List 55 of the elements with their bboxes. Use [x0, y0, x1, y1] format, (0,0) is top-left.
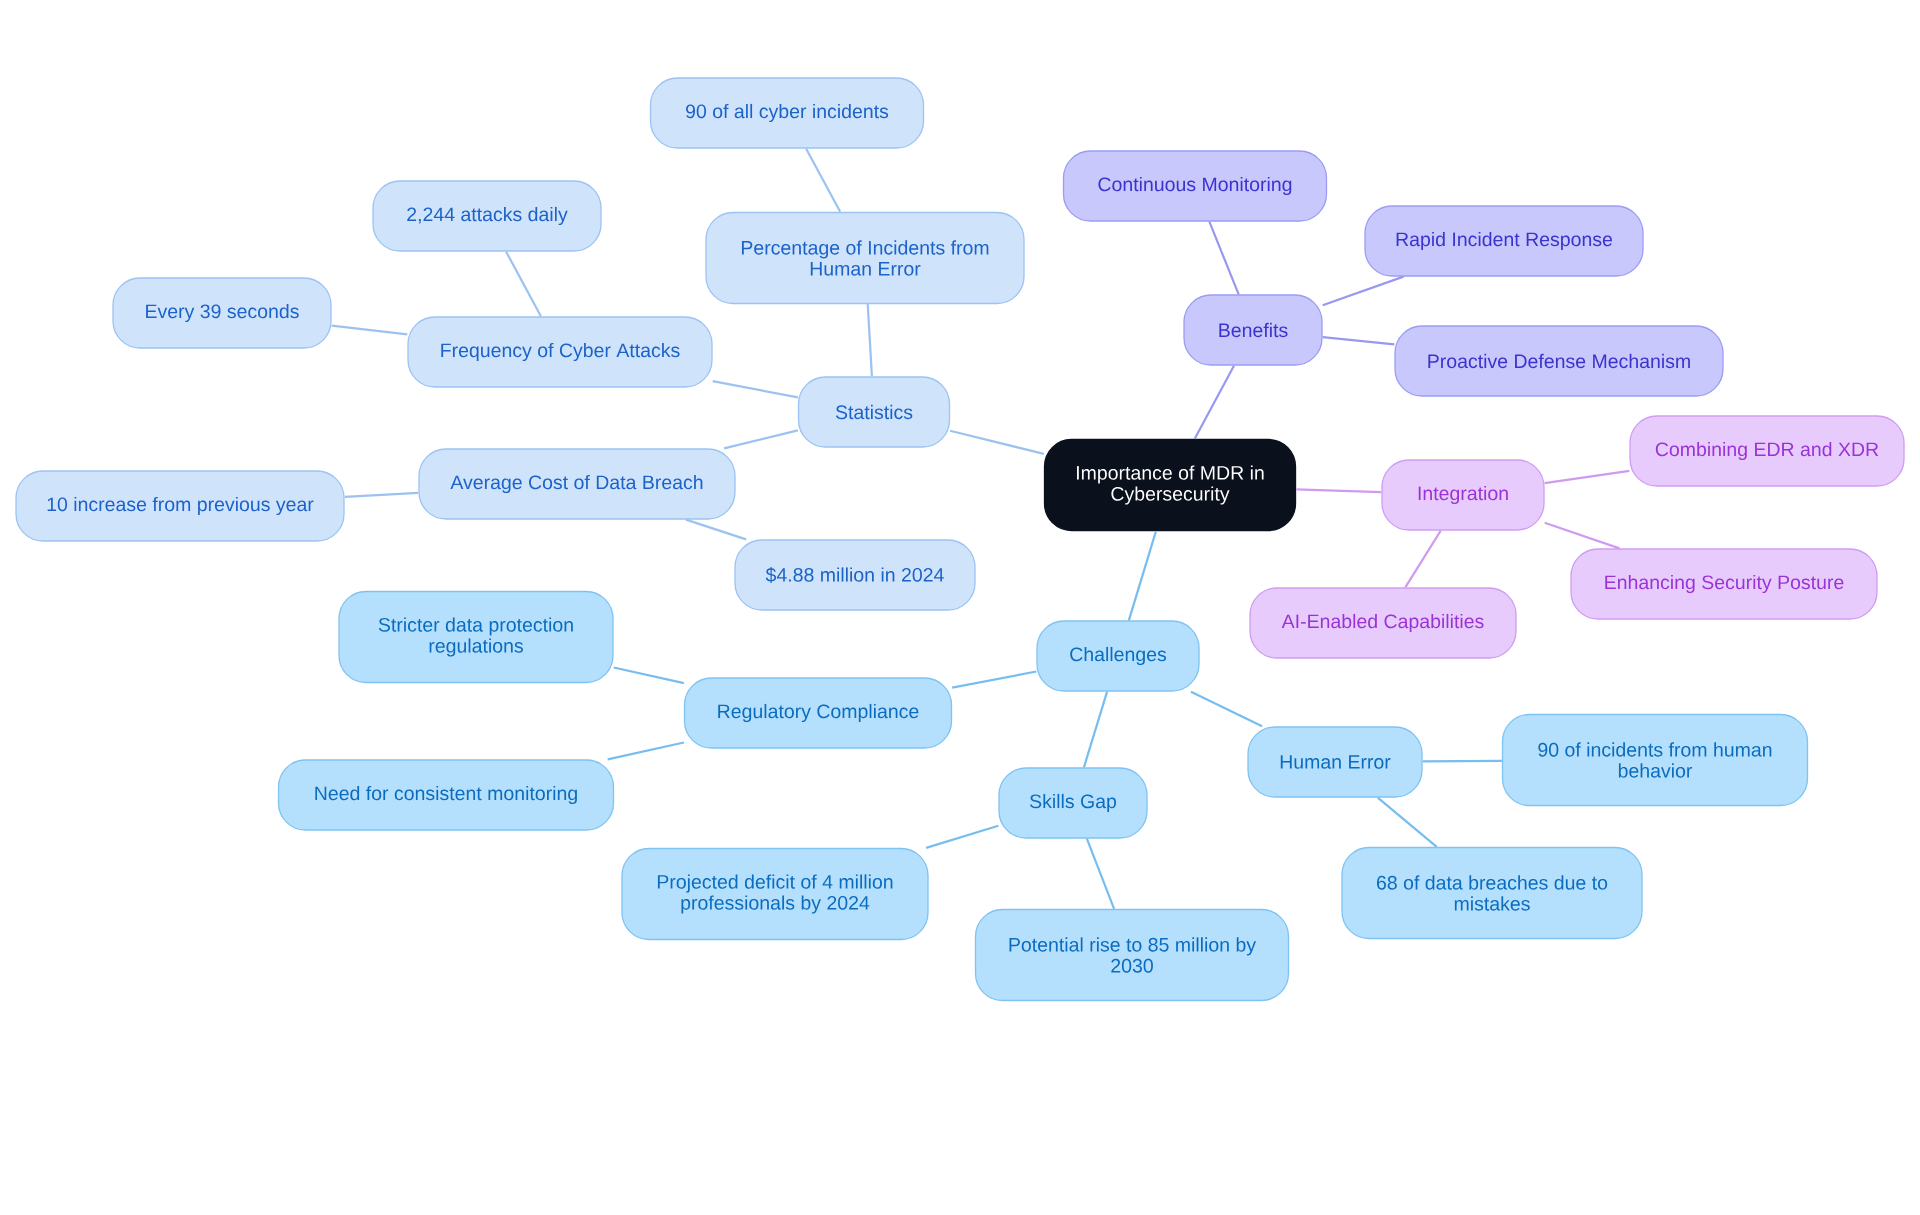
subtopic-box: Projected deficit of 4 million professionals by 2024 [621, 847, 929, 941]
connector-line [685, 518, 747, 541]
connector-line [1127, 530, 1158, 621]
connector-line [949, 429, 1045, 455]
connector-line [1377, 796, 1438, 848]
connector-line [1544, 469, 1630, 485]
subtopic-box: Rapid Incident Response [1364, 205, 1644, 277]
subtopic-box: Combining EDR and XDR [1629, 415, 1905, 487]
connector-line [1208, 221, 1240, 295]
connector-line [613, 666, 685, 685]
subtopic-box: 10 increase from previous year [15, 470, 345, 542]
connector-line [866, 304, 874, 377]
subtopic-box: AI-Enabled Capabilities [1249, 587, 1517, 659]
connector-line [1190, 690, 1263, 728]
central-topic-box: Importance of MDR in Cybersecurity [1043, 438, 1297, 532]
connector-line [712, 380, 799, 399]
branch-topic-box: Human Error [1247, 726, 1423, 798]
connector-line [1296, 488, 1382, 494]
subtopic-box: Enhancing Security Posture [1570, 548, 1878, 620]
subtopic-box: $4.88 million in 2024 [734, 539, 976, 611]
connector-line [951, 670, 1037, 689]
subtopic-box: Every 39 seconds [112, 277, 332, 349]
subtopic-box: 68 of data breaches due to mistakes [1341, 846, 1643, 940]
connector-line [1404, 530, 1442, 588]
connector-line [1082, 691, 1109, 768]
subtopic-box: 2,244 attacks daily [372, 180, 602, 252]
connector-line [505, 251, 542, 317]
connector-line [1193, 365, 1235, 440]
connector-line [1544, 521, 1620, 550]
connector-line [344, 491, 419, 498]
branch-topic-box: Benefits [1183, 294, 1323, 366]
branch-topic-box: Challenges [1036, 620, 1200, 692]
connector-line [1085, 838, 1116, 910]
branch-topic-box: Statistics [797, 376, 951, 448]
subtopic-box: Regulatory Compliance [683, 677, 953, 749]
connector-line [1322, 335, 1395, 346]
connector-line [723, 429, 799, 450]
subtopic-box: Potential rise to 85 million by 2030 [974, 908, 1290, 1002]
connector-line [1422, 759, 1502, 763]
subtopic-box: Continuous Monitoring [1062, 150, 1328, 222]
connector-line [805, 148, 842, 213]
connector-line [1322, 275, 1404, 307]
connector-line [331, 324, 408, 336]
subtopic-box: Frequency of Cyber Attacks [407, 316, 713, 388]
subtopic-box: 90 of all cyber incidents [649, 77, 925, 149]
subtopic-box: 90 of incidents from human behavior [1501, 713, 1809, 807]
connector-line [607, 741, 685, 761]
subtopic-box: Average Cost of Data Breach [418, 448, 736, 520]
branch-topic-box: Integration [1381, 459, 1545, 531]
subtopic-box: Stricter data protection regulations [338, 590, 614, 684]
connector-line [925, 824, 999, 849]
subtopic-box: Need for consistent monitoring [277, 759, 615, 831]
subtopic-box: Proactive Defense Mechanism [1394, 325, 1724, 397]
subtopic-box: Percentage of Incidents from Human Error [705, 211, 1025, 305]
branch-topic-box: Skills Gap [998, 767, 1148, 839]
